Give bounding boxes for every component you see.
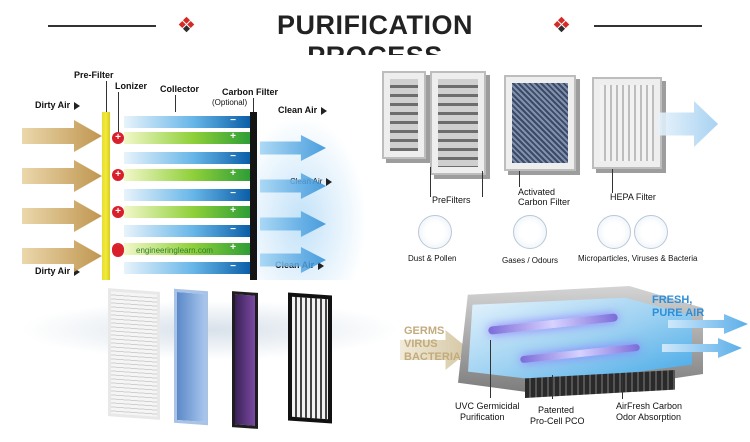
prefilter-panel [382,71,426,159]
watermark: engineeringlearn.com [136,246,213,255]
pco-chamber-inner [468,297,692,383]
gases-odours-icon [513,215,547,249]
pco-diagram: GERMS VIRUS BACTERIA FRESH, PURE AIR UVC… [400,280,750,442]
germs-label-line2: VIRUS [404,338,438,350]
header: PURIFICATION PROCESS [0,0,750,71]
dirty-air-bottom-label: Dirty Air [35,266,81,276]
dust-pollen-icon [418,215,452,249]
carbon-filter-pointer [253,98,254,112]
prefilters-label: PreFilters [432,195,471,205]
final-layer [288,292,332,424]
uvc-pointer [490,340,491,398]
pre-filter-label: Pre-Filter [74,70,114,80]
carbon-filter-panel [504,75,576,171]
collector-pointer [175,95,176,112]
prefilter-panel-front [430,71,486,175]
pre-filter-bar [102,112,110,280]
airfresh-pointer [622,375,623,399]
patented-pointer [552,375,553,399]
airfresh-label-line1: AirFresh Carbon [616,401,683,411]
ionizer-label: Lonizer [115,81,148,91]
collector-plate-negative: − [124,151,250,164]
dirty-air-arrow [22,160,102,192]
carbon-label-line2: Carbon Filter [518,197,571,207]
collector-plate-positive: + [124,131,250,144]
carbon-layer [174,288,208,426]
carbon-filter-label: Carbon Filter [222,87,279,97]
particles-icon [597,215,631,249]
ionizer-plus-icon: + [112,169,124,181]
hepa-layer [232,291,258,429]
collector-plate-negative: − [124,188,250,201]
collector-plate-positive: + [124,205,250,218]
ionizer-plus-icon: + [112,206,124,218]
ionizer-plus-icon: + [112,132,124,144]
clean-air-arrow [658,101,718,147]
patented-label-line2: Pro-Cell PCO [530,416,585,426]
header-rule-right [594,25,702,27]
fresh-label-line2: PURE AIR [652,307,705,319]
prefilters-pointer [482,171,483,197]
gases-odours-label: Gases / Odours [502,256,559,265]
uvc-label-line1: UVC Germicidal [455,401,520,411]
ionizer-diagram: Pre-Filter Lonizer Collector Carbon Filt… [0,55,372,280]
dirty-air-top-label: Dirty Air [35,100,81,110]
patented-label-line1: Patented [538,405,575,415]
prefilters-pointer [430,167,431,197]
hepa-pointer [612,169,613,193]
pre-filter-pointer [106,81,107,112]
collector-plate-positive: + [124,242,250,255]
collector-plate-positive: + [124,168,250,181]
collector-plate-negative: − [124,224,250,237]
germs-label-line1: GERMS [404,325,445,337]
filter-stages: PreFilters Activated Carbon Filter HEPA … [372,55,750,280]
header-rule-left [48,25,156,27]
carbon-filter-optional: (Optional) [212,98,248,107]
collector-plate-negative: − [124,115,250,128]
fresh-label-line1: FRESH, [652,294,693,306]
prefilter-layer [108,288,160,420]
carbon-label-line1: Activated [518,187,556,197]
header-diamond-right-icon [553,16,570,33]
clean-air-top-label: Clean Air [278,105,328,115]
germs-label-line3: BACTERIA [404,351,461,363]
header-diamond-left-icon [178,16,195,33]
uvc-label-line2: Purification [460,412,505,422]
dirty-air-arrow [22,120,102,152]
layered-filters-illustration [0,280,400,442]
virus-bacteria-icon [634,215,668,249]
collector-plate-negative: − [124,261,250,274]
hepa-filter-panel [592,77,662,169]
carbon-filter-bar [250,112,257,280]
airfresh-label-line2: Odor Absorption [616,412,682,422]
micro-label: Microparticles, Viruses & Bacteria [578,254,698,263]
ionizer-plus-icon-bottom [112,245,124,257]
ionizer-pointer [118,92,119,132]
dust-pollen-label: Dust & Pollen [408,254,457,263]
air-swirl [20,300,400,360]
dirty-air-arrow [22,200,102,232]
collector-label: Collector [160,84,200,94]
hepa-label: HEPA Filter [610,192,656,202]
carbon-pointer [519,171,520,187]
